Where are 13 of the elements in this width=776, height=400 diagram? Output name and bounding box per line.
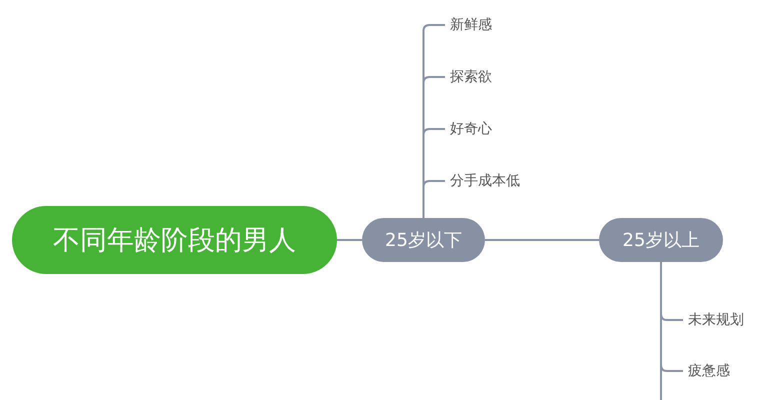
branch-text: 好奇心	[445, 119, 505, 139]
connector-line	[485, 239, 599, 241]
subtopic-pill: 25岁以下	[362, 218, 485, 262]
subtopic-pill: 25岁以上	[599, 218, 723, 262]
connector-line	[660, 262, 662, 400]
branch-text: 未来规划	[683, 310, 758, 330]
branch-text: 探索欲	[445, 67, 505, 87]
connector-line	[337, 239, 362, 241]
connector-line	[422, 180, 445, 218]
central-topic: 不同年龄阶段的男人	[12, 206, 337, 274]
branch-text: 疲惫感	[683, 361, 743, 381]
branch-text: 分手成本低	[445, 171, 535, 191]
branch-text: 新鲜感	[445, 15, 505, 35]
